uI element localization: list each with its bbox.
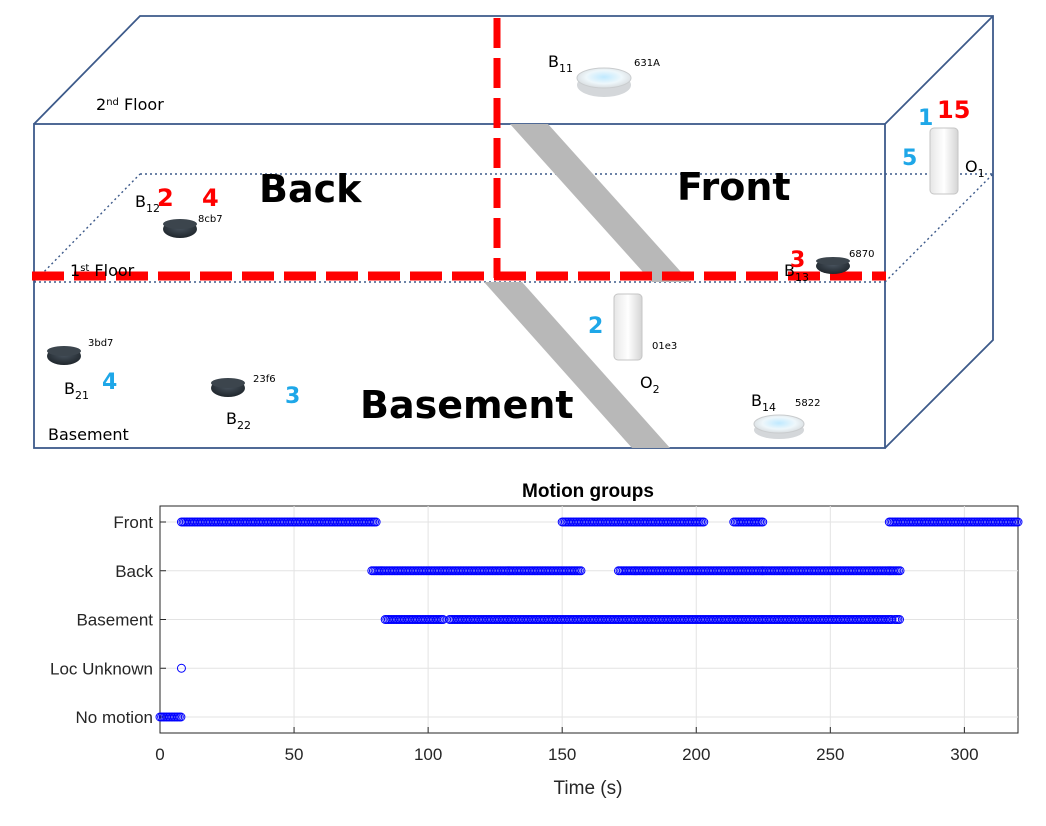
b21-blue-number: 4 [102, 370, 117, 395]
data-point [758, 517, 768, 527]
svg-text:23f6: 23f6 [253, 374, 276, 385]
svg-text:8cb7: 8cb7 [198, 214, 223, 225]
x-tick-label: 50 [285, 745, 304, 764]
y-tick-label: Back [115, 562, 153, 581]
device-b12: B12 8cb7 [135, 192, 223, 238]
b12-red-number-a: 2 [157, 184, 174, 212]
y-tick-label: No motion [76, 708, 153, 727]
y-tick-label: Front [113, 513, 153, 532]
data-point [894, 615, 904, 624]
svg-text:O2: O2 [640, 373, 660, 396]
svg-text:B14: B14 [751, 391, 776, 414]
data-point [176, 663, 186, 673]
o1-red-number: 15 [937, 96, 970, 124]
svg-text:B13: B13 [784, 261, 809, 284]
device-o2: O2 01e3 [613, 293, 677, 396]
zone-back-label: Back [259, 167, 362, 211]
router-icon [613, 293, 643, 361]
x-tick-label: 150 [548, 745, 576, 764]
y-tick-label: Loc Unknown [50, 659, 153, 678]
data-point [699, 517, 709, 527]
router-icon [929, 127, 959, 195]
device-b14: B14 5822 [751, 391, 820, 439]
device-b21: B21 3bd7 [47, 338, 113, 402]
first-floor-label: 1st Floor [70, 261, 135, 280]
basement-floor-label: Basement [48, 425, 129, 444]
data-point [1013, 517, 1023, 527]
o1-blue-number-top: 1 [918, 106, 933, 131]
data-point [576, 566, 586, 576]
house-diagram: 2nd Floor 1st Floor Basement Back Front … [32, 15, 994, 449]
house-box [33, 15, 994, 449]
x-tick-label: 250 [816, 745, 844, 764]
svg-text:B11: B11 [548, 52, 573, 75]
staircase-upper [510, 124, 690, 282]
svg-text:3bd7: 3bd7 [88, 338, 113, 349]
svg-text:B21: B21 [64, 379, 89, 402]
x-tick-label: 100 [414, 745, 442, 764]
device-o1: O1 [929, 127, 985, 195]
b22-blue-number: 3 [285, 384, 300, 409]
svg-text:6870: 6870 [849, 249, 874, 260]
chart-title: Motion groups [522, 481, 654, 502]
zone-front-label: Front [677, 165, 791, 209]
svg-text:5822: 5822 [795, 398, 820, 409]
data-point [895, 566, 905, 576]
x-axis-title: Time (s) [554, 778, 623, 799]
svg-text:B22: B22 [226, 409, 251, 432]
o2-blue-number: 2 [588, 314, 603, 339]
o1-blue-number-left: 5 [902, 146, 917, 171]
x-tick-label: 300 [950, 745, 978, 764]
device-b13: B13 6870 [784, 249, 874, 284]
y-tick-label: Basement [76, 611, 153, 630]
data-point [371, 517, 381, 527]
staircase-lower [484, 282, 670, 448]
zone-basement-label: Basement [360, 383, 574, 427]
device-b22: B22 23f6 [211, 374, 276, 432]
data-point [176, 712, 186, 722]
svg-text:O1: O1 [965, 157, 985, 180]
svg-text:B12: B12 [135, 192, 160, 215]
x-tick-label: 0 [155, 745, 164, 764]
b12-red-number-b: 4 [202, 184, 219, 212]
second-floor-label: 2nd Floor [96, 95, 164, 114]
motion-groups-chart: Motion groups 0 50 100 150 200 250 300 No motio… [50, 481, 1023, 799]
b13-red-number: 3 [790, 248, 805, 273]
device-b11: B11 631A [548, 52, 660, 97]
axis-ticks: 0 50 100 150 200 250 300 No motion Loc Unknown Ba… [50, 513, 979, 764]
data-points [155, 517, 1023, 722]
x-tick-label: 200 [682, 745, 710, 764]
svg-text:631A: 631A [634, 58, 660, 69]
svg-text:01e3: 01e3 [652, 341, 677, 352]
